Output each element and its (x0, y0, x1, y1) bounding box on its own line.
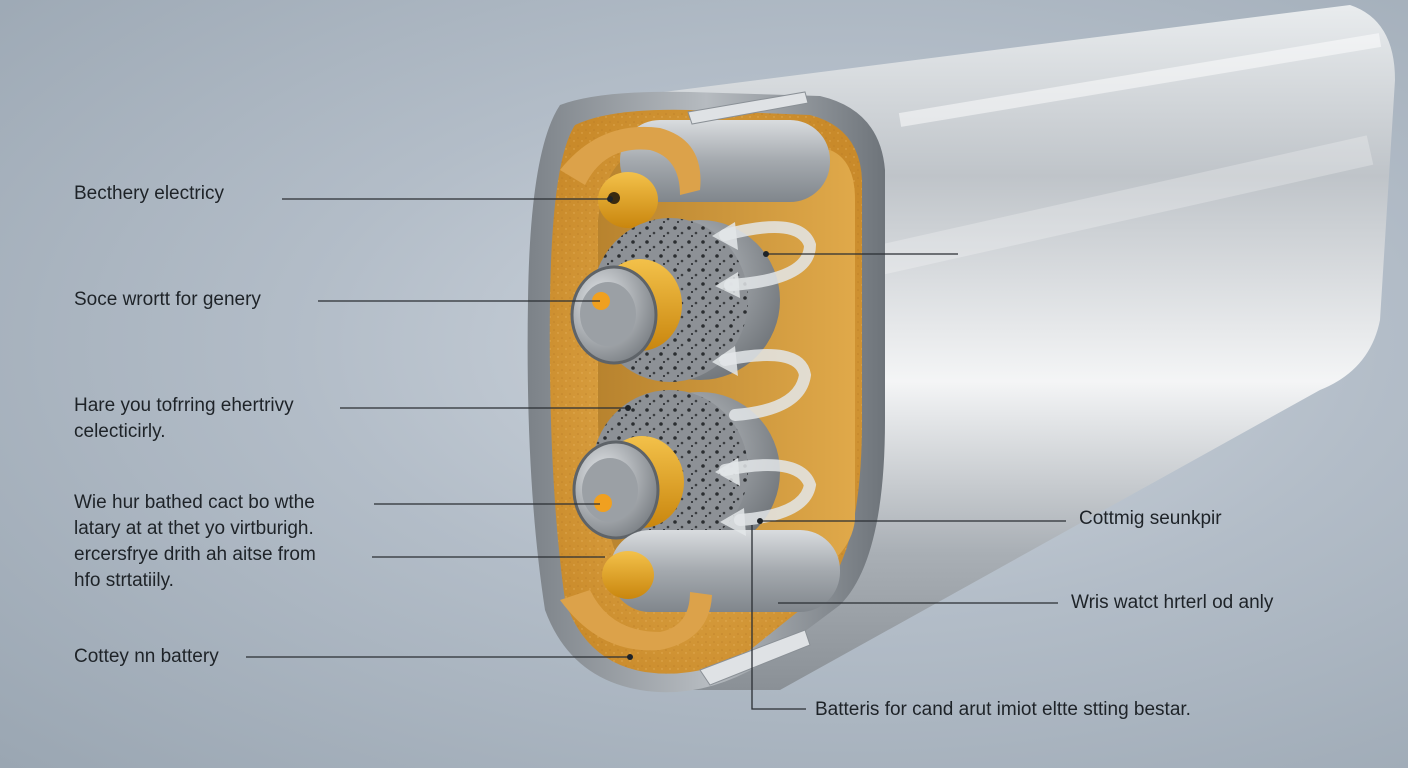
cell-bottom-terminal (594, 494, 612, 512)
label-r2-line: Wris watct hrterl od anly (1071, 592, 1274, 613)
label-l3-line-2: celecticirly. (74, 421, 166, 442)
label-l5-line: Cottey nn battery (74, 646, 219, 667)
label-l1: Becthery electricy (74, 181, 224, 207)
label-r3-line: Batteris for cand arut imiot eltte sttin… (815, 699, 1191, 720)
label-l3-line-1: Hare you tofrring ehertrivy (74, 395, 294, 416)
arrow-head-5 (720, 508, 746, 536)
label-r1: Cottmig seunkpir (1079, 506, 1222, 532)
label-l3: Hare you tofrring ehertrivy celecticirly… (74, 393, 294, 445)
leader-dots (607, 196, 769, 660)
label-l2-line: Soce wrortt for genery (74, 289, 261, 310)
top-strip (687, 91, 809, 125)
label-l2: Soce wrortt for genery (74, 287, 261, 313)
bottom-conductor (560, 530, 840, 651)
label-l4-line-1: Wie hur bathed cact bo wthe (74, 492, 315, 513)
label-l4-line-2: latary at at thet yo virtburigh. (74, 518, 314, 539)
label-r1-line: Cottmig seunkpir (1079, 508, 1222, 529)
leader-lines (246, 198, 1066, 710)
label-l4-line-4: hfo strtatiily. (74, 570, 174, 591)
cell-top-terminal (592, 292, 610, 310)
arrow-heads (712, 222, 746, 536)
base-strip (699, 629, 811, 686)
arrow-head-2 (715, 272, 740, 298)
flow-arrow-1 (719, 221, 817, 291)
label-r3: Batteris for cand arut imiot eltte sttin… (815, 697, 1191, 723)
arrow-head-4 (715, 458, 740, 486)
arrow-head-3 (712, 346, 738, 376)
flow-arrow-2 (719, 349, 812, 421)
label-l1-line: Becthery electricy (74, 183, 224, 204)
flow-arrow-3 (719, 459, 817, 526)
arrow-head-1 (712, 222, 738, 250)
battery-cell-top (570, 218, 780, 382)
top-conductor (560, 120, 830, 228)
leader-r3 (751, 525, 806, 710)
label-l4-line-3: ercersfrye drith ah aitse from (74, 544, 316, 565)
current-flow-arrows (719, 221, 817, 526)
label-l5: Cottey nn battery (74, 644, 219, 670)
label-l4: Wie hur bathed cact bo wthe latary at at… (74, 490, 316, 594)
label-r2: Wris watct hrterl od anly (1071, 590, 1273, 616)
